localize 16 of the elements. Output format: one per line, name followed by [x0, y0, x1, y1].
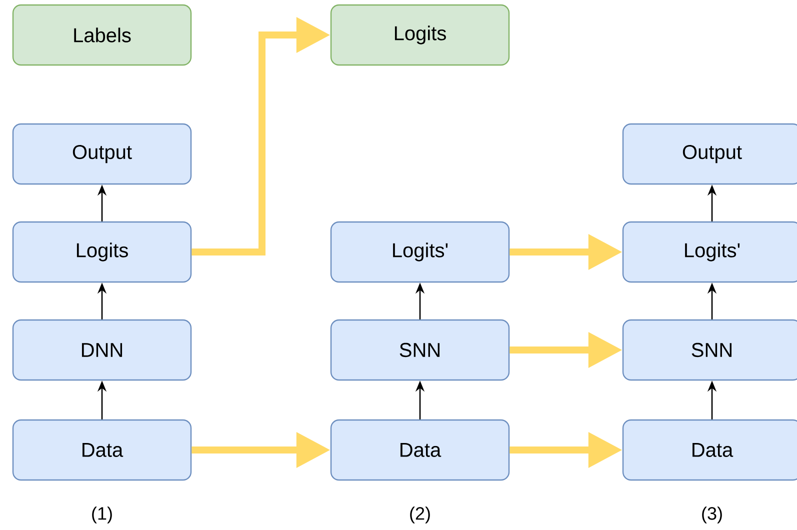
layer-box: Data [12, 419, 192, 481]
output-box: Logits [330, 4, 510, 66]
output-box: Labels [12, 4, 192, 66]
layer-box: Logits [12, 221, 192, 283]
layer-box: SNN [330, 319, 510, 381]
panel-number: (3) [702, 506, 722, 524]
layer-box: Output [622, 123, 797, 185]
layer-box: Data [622, 419, 797, 481]
panel-number: (1) [92, 506, 112, 524]
layer-box: Output [12, 123, 192, 185]
layer-box: Logits' [622, 221, 797, 283]
panel-number: (2) [410, 506, 430, 524]
layer-box: Data [330, 419, 510, 481]
layer-box: DNN [12, 319, 192, 381]
layer-box: SNN [622, 319, 797, 381]
layer-box: Logits' [330, 221, 510, 283]
